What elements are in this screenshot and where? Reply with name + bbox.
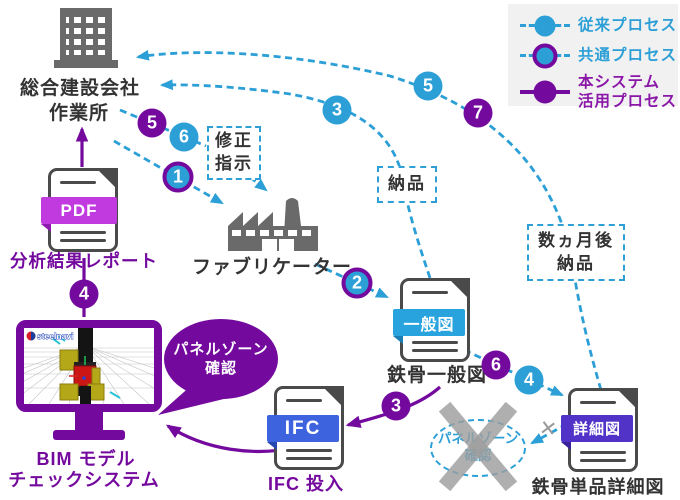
bim-system-label-line1: BIM モデル: [36, 449, 136, 469]
cut-mark-icon: ✕: [537, 416, 559, 442]
analysis-report-document: PDF: [41, 168, 118, 252]
step-6-system-badge: 6: [481, 350, 511, 380]
step-6-conventional-badge: 6: [169, 122, 199, 152]
monitor-stand: [75, 410, 103, 432]
contractor-label-line2: 作業所: [48, 103, 110, 124]
step-3-conventional-badge: 3: [322, 95, 352, 125]
building-icon: [54, 8, 118, 68]
steelnavi-logo-text: steelnavi: [37, 331, 73, 341]
arrow-detail-to-contractor: [135, 49, 603, 391]
ifc-input-label: IFC 投入: [268, 474, 344, 494]
step-5-conventional-badge: 5: [413, 71, 443, 101]
legend-item-system: 本システム 活用プロセス: [520, 73, 678, 112]
analysis-report-label: 分析結果レポート: [10, 251, 158, 271]
step-2-common-badge: 2: [341, 267, 373, 299]
common-process-marker-icon: [520, 43, 570, 68]
detail-drawing-document: 詳細図: [561, 388, 638, 472]
monitor-base: [53, 430, 125, 440]
legend-label-conventional: 従来プロセス: [578, 16, 678, 34]
general-drawing-document: 一般図: [393, 278, 470, 362]
ifc-document: IFC: [267, 386, 344, 470]
delivery-box: 納品: [377, 166, 437, 203]
step-3-system-badge: 3: [381, 391, 411, 421]
bim-check-system-monitor: steelnavi: [0, 320, 220, 412]
bim-model-screen: steelnavi: [0, 328, 220, 405]
step-5-system-badge: 5: [137, 108, 167, 138]
step-7-system-badge: 7: [463, 98, 493, 128]
general-drawing-label: 鉄骨一般図: [386, 365, 488, 386]
legend: 従来プロセス 共通プロセス 本システム 活用プロセス: [508, 4, 678, 110]
conventional-process-marker-icon: [520, 13, 570, 38]
page-fold-icon: [96, 168, 118, 190]
step-4-conventional-badge: 4: [514, 365, 544, 395]
legend-label-common: 共通プロセス: [578, 46, 678, 64]
correction-order-box: 修正 指示: [207, 126, 261, 180]
detail-drawing-label: 鉄骨単品詳細図: [531, 477, 665, 497]
pdf-ribbon: PDF: [41, 197, 117, 232]
ifc-ribbon: IFC: [267, 415, 339, 450]
legend-label-system: 本システム 活用プロセス: [578, 74, 678, 111]
detail-drawing-ribbon: 詳細図: [561, 415, 633, 450]
page-fold-icon: [616, 388, 638, 410]
general-drawing-ribbon: 一般図: [393, 309, 465, 344]
contractor-label-line1: 総合建設会社: [19, 78, 141, 99]
page-fold-icon: [448, 278, 470, 300]
delayed-delivery-box: 数ヵ月後 納品: [527, 224, 625, 281]
legend-item-conventional: 従来プロセス: [520, 13, 678, 38]
fabricator-label: ファブリケーター: [191, 257, 353, 278]
page-fold-icon: [322, 386, 344, 408]
factory-icon: [228, 198, 318, 251]
step-1-common-badge: 1: [162, 161, 194, 193]
panel-zone-check-bubble: パネルゾーン 確認: [164, 319, 278, 399]
system-process-marker-icon: [520, 80, 570, 105]
step-4-system-badge: 4: [69, 279, 99, 309]
legend-item-common: 共通プロセス: [520, 43, 678, 68]
arrow-general-to-detail: [463, 348, 564, 397]
bim-system-label-line2: チェックシステム: [8, 470, 160, 490]
arrow-general-to-contractor: [159, 79, 432, 279]
